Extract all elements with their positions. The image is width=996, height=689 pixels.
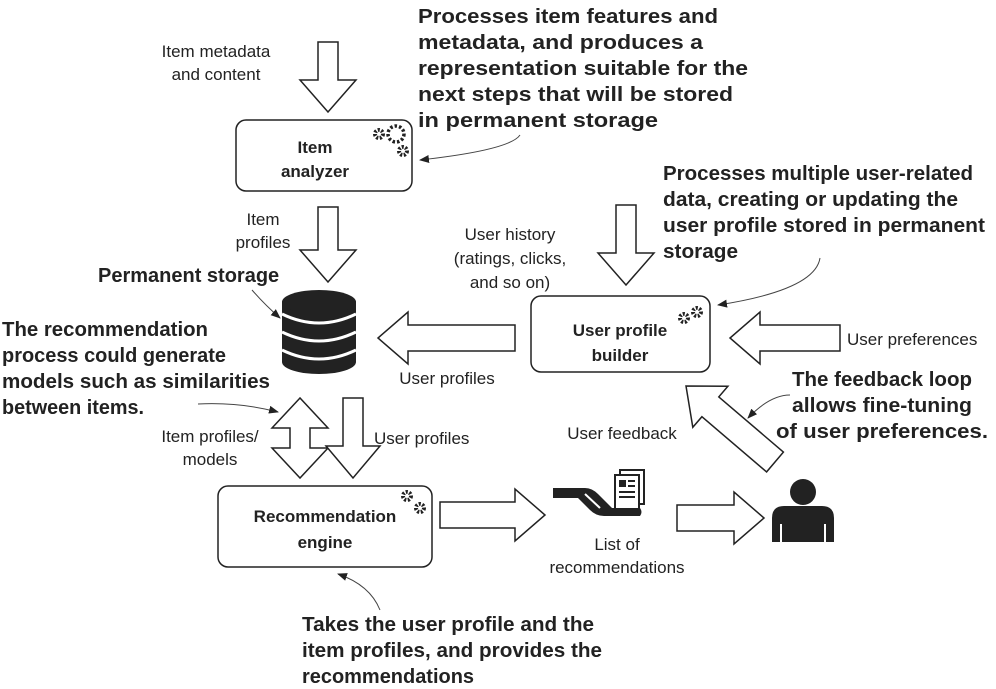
callout-arrow: [251, 289, 281, 319]
arrow-builder-to-storage: [376, 310, 516, 366]
label-user-feedback: User feedback: [567, 424, 677, 443]
callout-arrow: [419, 134, 521, 163]
item-analyzer-title: analyzer: [281, 162, 349, 181]
note-line: data, creating or updating the: [663, 189, 958, 211]
note-line: allows fine-tuning: [792, 395, 972, 417]
label-item-metadata: and content: [172, 65, 261, 84]
label-item-metadata: Item metadata: [162, 42, 271, 61]
gears-icon: [373, 124, 409, 157]
label-user-history: User history: [465, 225, 556, 244]
user-profile-builder-title: User profile: [573, 321, 667, 340]
arrow-preferences-to-builder: [728, 310, 841, 366]
label-user-profiles-down: User profiles: [374, 429, 469, 448]
callout-arrow: [197, 403, 279, 414]
arrow-metadata-to-analyzer: [298, 41, 358, 114]
note-line: Processes multiple user-related: [663, 163, 973, 185]
arrow-storage-engine-bidirectional: [270, 396, 330, 480]
label-item-profiles-models: models: [183, 450, 238, 469]
arrow-storage-to-engine: [324, 397, 382, 480]
callout-arrow: [337, 573, 381, 611]
note-line: of user preferences.: [776, 421, 988, 443]
callout-arrow: [717, 257, 821, 308]
note-line: The feedback loop: [792, 369, 972, 391]
note-line: recommendations: [302, 666, 474, 688]
note-line: between items.: [2, 397, 144, 419]
note-recommendation-process: The recommendation process could generat…: [2, 319, 270, 419]
hand-with-document-icon: [553, 469, 645, 516]
gears-icon: [678, 306, 703, 324]
note-line: user profile stored in permanent: [663, 215, 985, 237]
person-icon: [772, 479, 834, 542]
flow-arrows: [270, 41, 841, 546]
note-line: representation suitable for the: [418, 58, 748, 80]
label-user-history: and so on): [470, 273, 550, 292]
label-item-profiles: Item: [246, 210, 279, 229]
label-list-of-recommendations: List of: [594, 535, 640, 554]
note-line: storage: [663, 241, 738, 263]
gears-icon: [401, 490, 426, 514]
note-feedback-loop: The feedback loop allows fine-tuning of …: [776, 369, 988, 443]
callout-arrow: [747, 394, 791, 419]
label-item-profiles: profiles: [236, 233, 291, 252]
label-user-history: (ratings, clicks,: [454, 249, 566, 268]
recommendation-engine-title: engine: [298, 533, 353, 552]
note-line: item profiles, and provides the: [302, 640, 602, 662]
note-line: in permanent storage: [418, 110, 658, 132]
arrow-list-to-user: [676, 490, 766, 546]
recommendation-engine-title: Recommendation: [254, 507, 397, 526]
database-icon: [281, 290, 357, 374]
recommendation-engine-box: Recommendation engine: [217, 485, 433, 568]
note-line: models such as similarities: [2, 371, 270, 393]
item-analyzer-box: Item analyzer: [235, 119, 413, 192]
label-item-profiles-models: Item profiles/: [161, 427, 259, 446]
arrow-engine-to-list: [439, 487, 547, 543]
note-user-profile-builder: Processes multiple user-related data, cr…: [663, 163, 985, 263]
arrow-feedback-to-builder: [685, 385, 785, 473]
note-line: metadata, and produces a: [418, 32, 704, 54]
arrow-analyzer-to-storage: [298, 206, 358, 284]
user-profile-builder-box: User profile builder: [530, 295, 711, 373]
item-analyzer-title: Item: [298, 138, 333, 157]
label-user-profiles: User profiles: [399, 369, 494, 388]
note-line: next steps that will be stored: [418, 84, 733, 106]
note-line: The recommendation: [2, 319, 208, 341]
note-recommendation-engine: Takes the user profile and the item prof…: [302, 614, 602, 688]
user-profile-builder-title: builder: [592, 346, 649, 365]
note-line: Takes the user profile and the: [302, 614, 594, 636]
note-line: process could generate: [2, 345, 226, 367]
note-item-analyzer: Processes item features and metadata, an…: [418, 6, 748, 132]
label-user-preferences: User preferences: [847, 330, 977, 349]
permanent-storage-title: Permanent storage: [98, 265, 279, 287]
label-list-of-recommendations: recommendations: [549, 558, 684, 577]
arrow-history-to-builder: [596, 204, 656, 287]
note-line: Processes item features and: [418, 6, 718, 28]
